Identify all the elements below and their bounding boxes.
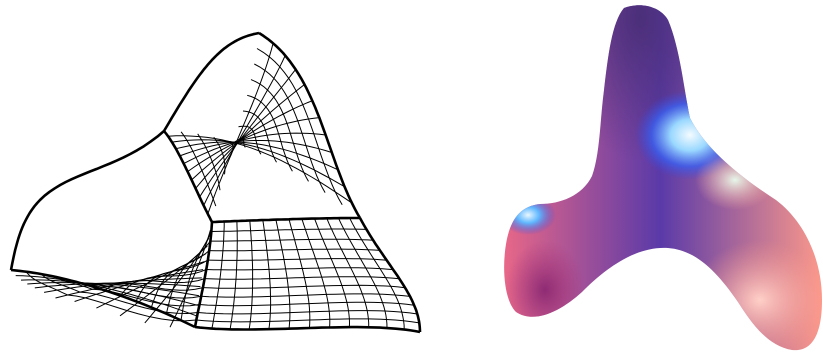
patch-top-grid-line [256,48,343,206]
patch-bottom-right-grid-line [204,276,400,280]
outer-boundary-segment [162,31,260,132]
patch-bottom-right-grid-line [229,220,238,330]
shaded-surface-panel [504,5,822,351]
surface-left-highlight [504,195,556,235]
mesh-panel [9,31,422,334]
patch-left-grid-line [25,271,197,322]
patch-top-grid-line [171,139,345,188]
patch-bottom-right-grid-line [209,248,380,252]
patch-seam [162,130,214,223]
patch-bottom-right-grid-line [210,238,374,242]
outer-boundary-segment [10,268,196,329]
outer-boundary-segment [9,130,165,271]
patch-bottom-right-grid-line [201,293,411,298]
surface-mint-highlight [695,150,775,210]
patch-bottom-right-grid-line [196,318,420,324]
patch-bottom-right-grid-line [211,221,225,329]
patch-top-grid-line [183,132,326,165]
outer-boundary-segment [258,31,362,219]
patch-bottom-right-grid-line [199,301,415,307]
patch-seam [193,221,214,328]
outer-boundary-segment [194,325,421,334]
patch-left-grid-line [15,275,197,317]
outer-boundary-segment [358,217,422,333]
patch-bottom-right-grid-line [202,284,406,289]
patch-seam [211,216,360,224]
patch-bottom-right-grid-line [211,228,367,232]
patch-bottom-right-grid-line [248,220,254,330]
patch-top-grid-line [250,79,309,182]
patch-bottom-right-grid-line [338,217,388,329]
patch-bottom-right-grid-line [206,267,394,271]
patch-bottom-right-grid-line [349,217,405,330]
patch-bottom-right-grid-line [197,310,418,315]
patch-top-grid-line [167,135,353,204]
mesh-grid [15,43,420,330]
surface-magenta-shade [505,240,585,340]
mesh-patch-borders [9,31,422,334]
patch-bottom-right-grid-line [207,258,387,261]
